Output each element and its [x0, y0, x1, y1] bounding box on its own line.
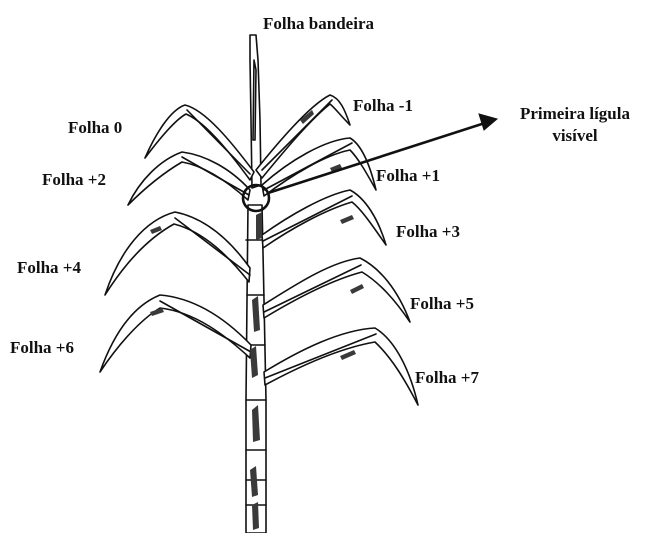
- label-folha-minus-1: Folha -1: [353, 96, 413, 116]
- leaf-plus-3: [262, 190, 386, 248]
- leaf-plus-2: [128, 152, 250, 205]
- leaf-plus-6: [100, 295, 251, 372]
- leaf-bandeira-inner: [253, 60, 256, 140]
- label-folha-plus-1: Folha +1: [376, 166, 440, 186]
- label-ligula-line1: Primeira lígula: [500, 104, 650, 124]
- leaf-plus-7: [264, 328, 418, 405]
- label-folha-plus-6: Folha +6: [10, 338, 74, 358]
- label-folha-bandeira: Folha bandeira: [263, 14, 374, 34]
- label-folha-plus-5: Folha +5: [410, 294, 474, 314]
- label-folha-0: Folha 0: [68, 118, 122, 138]
- leaf-plus-5: [263, 258, 410, 322]
- arrow-head: [479, 114, 497, 130]
- label-folha-plus-3: Folha +3: [396, 222, 460, 242]
- label-folha-plus-2: Folha +2: [42, 170, 106, 190]
- label-folha-plus-7: Folha +7: [415, 368, 479, 388]
- label-folha-plus-4: Folha +4: [17, 258, 81, 278]
- label-ligula-line2: visível: [500, 126, 650, 146]
- leaf-plus-4: [105, 212, 250, 295]
